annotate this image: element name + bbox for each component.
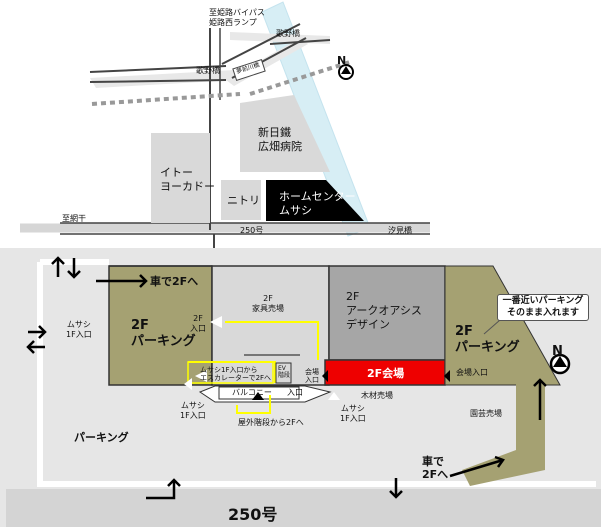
route-yellow: [236, 395, 271, 414]
road-line: [221, 23, 301, 65]
outdoor-stairs-label: 屋外階段から2Fへ: [238, 418, 304, 427]
home-center-block: [266, 180, 364, 221]
arrow-tri: [195, 370, 207, 382]
utano-bridge-left: 歌野橋: [196, 66, 220, 75]
nitori-label: ニトリ: [227, 194, 260, 207]
road-250: [6, 489, 601, 527]
parking-1f-label: パーキング: [74, 431, 129, 444]
hall-2f-label: 2F会場: [367, 367, 405, 380]
parking-2f-right-label: 2F パーキング: [455, 324, 520, 356]
road-line: [89, 65, 227, 73]
arrow-tri: [444, 370, 450, 382]
arc-oasis-label: 2F アークオアシス デザイン: [346, 290, 422, 331]
callout-leader: [483, 319, 501, 335]
entrance-2f-label: 2F 入口: [190, 314, 206, 333]
route-250-label: 250号: [228, 505, 278, 524]
hall-entrance-label: 会場 入口: [305, 368, 319, 385]
musashi-1f-right-label: ムサシ 1F入口: [340, 404, 366, 423]
ev-box: [275, 362, 292, 384]
entrance-small-label: 入口: [287, 388, 303, 397]
arrow-tri: [210, 316, 222, 328]
musashi-1f-left-label: ムサシ 1F入口: [66, 320, 92, 339]
parking-2f-left-label: 2F パーキング: [131, 318, 196, 350]
north-icon-top: [338, 64, 354, 80]
utano-bridge-top: 歌野橋: [276, 29, 300, 38]
north-label-bottom: N: [552, 344, 563, 359]
furniture-label: 2F 家具売場: [252, 294, 284, 313]
ev-label: EV 階段: [278, 365, 291, 380]
itoyokado-label: イトー ヨーカドー: [160, 166, 215, 193]
arrow-up-right: [533, 378, 547, 420]
to-boshiki-label: 至網干: [62, 214, 86, 223]
hall-entrance-right-label: 会場入口: [456, 368, 488, 377]
escalator-note: ムサシ1F入口から エスカレーターで2Fへ: [200, 366, 272, 383]
route-yellow-box: [187, 361, 274, 384]
lot-ground-top: [0, 248, 600, 262]
arrow-tri: [322, 370, 328, 382]
route-250-small-label: 250号: [240, 226, 264, 235]
nitori-block: [221, 180, 261, 220]
shiomibashi-label: 汐見橋: [388, 226, 412, 235]
arrow-bottom-down: [389, 478, 403, 499]
nearest-parking-callout: 一番近いパーキング そのまま入れます: [497, 294, 589, 321]
car-to-2f-label: 車で2Fへ: [150, 275, 199, 288]
musashi-1f-center-label: ムサシ 1F入口: [180, 401, 206, 420]
arrow-in-out-top: [51, 256, 81, 279]
hospital-label: 新日鐵 広畑病院: [258, 126, 302, 153]
arrow-tri: [328, 392, 340, 400]
garden-label: 園芸売場: [470, 409, 502, 418]
hospital-block: [240, 95, 330, 172]
north-icon-bottom: [549, 353, 571, 375]
furniture-area: [211, 265, 330, 386]
car-to-2f-bottom-label: 車で 2Fへ: [422, 455, 449, 482]
hall-2f-area: [324, 359, 446, 386]
road-line: [89, 79, 227, 83]
yumesaki-bridge-box: [232, 59, 266, 81]
lumber-label: 木材売場: [361, 391, 393, 400]
arc-oasis-area: [328, 265, 446, 361]
road-line: [269, 39, 331, 45]
bypass-label: 至姫路バイパス 姫路西ランプ: [209, 8, 265, 27]
arrow-bottom-up: [146, 478, 181, 500]
garden-ramp: [462, 380, 545, 486]
arrow-car-bottom: [449, 455, 505, 478]
north-label-top: N: [337, 54, 347, 67]
itoyokado-block: [151, 133, 210, 223]
arrow-tri: [184, 378, 192, 390]
arrow-in-out-left: [26, 325, 47, 354]
route-yellow: [225, 321, 319, 360]
parking-2f-right-area: [444, 265, 561, 386]
road-main: [90, 70, 236, 88]
rail-line: [91, 92, 241, 106]
balcony-label: バルコニー: [232, 388, 272, 397]
home-center-label: ホームセンター ムサシ: [279, 190, 356, 217]
arrow-car-to-2f: [96, 274, 148, 288]
arrow-tri: [252, 392, 264, 400]
